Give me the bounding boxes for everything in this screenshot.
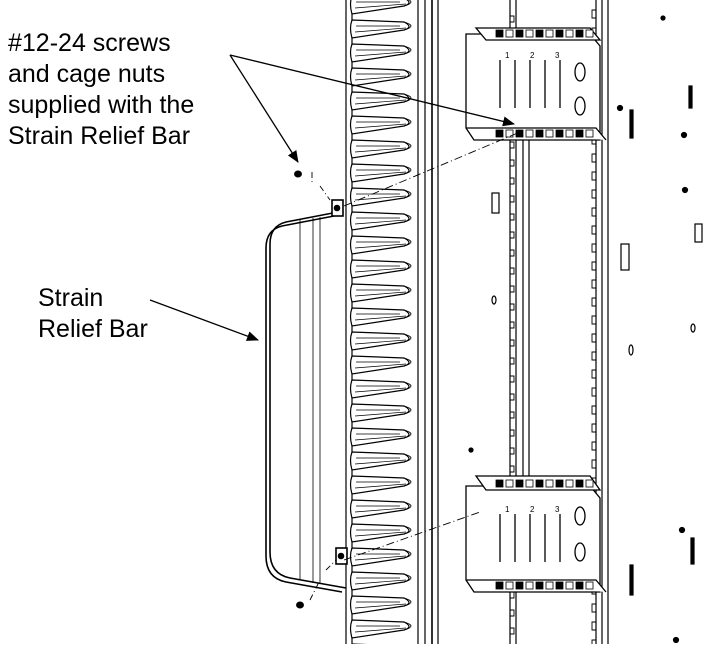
cable-finger <box>349 307 412 327</box>
cable-finger <box>349 571 412 591</box>
cable-finger <box>349 595 412 615</box>
callout-strain-relief-label: Strain Relief Bar <box>38 283 148 345</box>
cable-manager-fingers <box>349 0 412 649</box>
cable-finger <box>349 163 412 183</box>
vertical-cable-manager <box>345 0 439 649</box>
leader-to-bar <box>149 299 259 341</box>
cable-finger <box>349 0 412 15</box>
cable-finger <box>349 187 412 207</box>
cable-finger <box>349 619 412 639</box>
callout-line: Strain <box>38 284 104 312</box>
cable-finger <box>349 427 412 447</box>
cable-finger <box>349 523 412 543</box>
leader-to-screw <box>229 54 299 163</box>
cable-finger <box>349 499 412 519</box>
bracket-square-holes <box>495 479 594 590</box>
cable-finger <box>349 139 412 159</box>
cable-finger <box>349 19 412 39</box>
bracket-number-marks: 1 2 3 1 2 3 <box>505 51 560 514</box>
mounting-bracket-lower <box>465 475 607 593</box>
cable-finger <box>349 43 412 63</box>
bracket-square-holes <box>495 29 594 138</box>
cable-finger <box>349 475 412 495</box>
cable-finger <box>349 235 412 255</box>
screws-and-alignment-lines <box>294 131 521 609</box>
cable-finger <box>349 115 412 135</box>
leader-to-cage-nut <box>229 54 515 127</box>
bracket-mark: 2 <box>530 51 535 60</box>
bracket-mark: 1 <box>505 51 510 60</box>
cable-finger <box>349 331 412 351</box>
bracket-mark: 2 <box>530 505 535 514</box>
callout-line: Strain Relief Bar <box>8 122 191 150</box>
bracket-mark: 1 <box>505 505 510 514</box>
callout-leaders <box>149 54 515 341</box>
mounting-bracket-upper <box>465 27 607 141</box>
cable-finger <box>349 403 412 423</box>
callout-line: and cage nuts <box>8 60 166 88</box>
bracket-mark: 3 <box>555 51 560 60</box>
cable-finger <box>349 259 412 279</box>
callout-line: Relief Bar <box>38 315 148 343</box>
cable-finger <box>349 283 412 303</box>
cable-finger <box>349 67 412 87</box>
bracket-mark: 3 <box>555 505 560 514</box>
cable-finger <box>349 451 412 471</box>
callout-line: supplied with the <box>8 91 195 119</box>
callout-line: #12-24 screws <box>8 29 171 57</box>
cable-finger <box>349 355 412 375</box>
cable-finger <box>349 547 412 567</box>
cable-finger <box>349 211 412 231</box>
side-panel-holes <box>468 15 703 644</box>
strain-relief-bar <box>265 199 348 593</box>
cable-finger <box>349 379 412 399</box>
cable-finger <box>349 91 412 111</box>
callout-screws-label: #12-24 screws and cage nuts supplied wit… <box>8 28 194 152</box>
